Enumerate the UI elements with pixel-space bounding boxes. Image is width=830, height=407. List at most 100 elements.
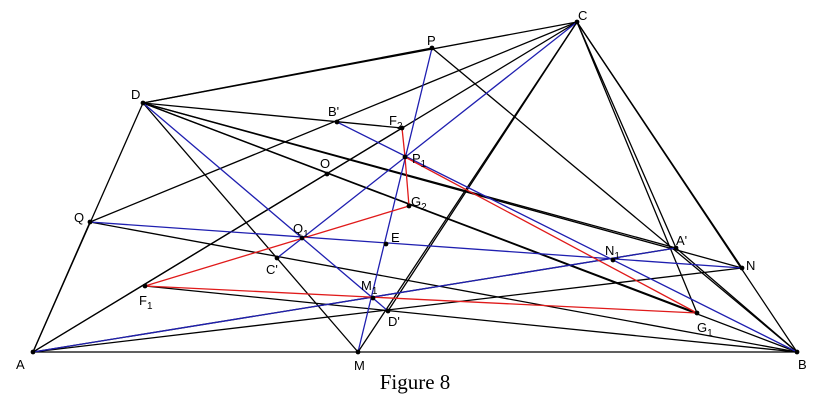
point-label-M: M <box>354 358 365 373</box>
point-label-Q1: Q1 <box>293 221 309 240</box>
point-label-text: P <box>427 33 436 48</box>
point-label-text: G <box>697 320 707 335</box>
point-D <box>140 100 146 106</box>
point-G2 <box>406 203 412 209</box>
point-label-subscript: 2 <box>397 121 403 132</box>
point-label-Ap: A' <box>676 233 687 248</box>
point-F2 <box>399 125 405 131</box>
point-label-text: F <box>389 113 397 128</box>
segment-A-Q <box>32 221 91 353</box>
segment-Bp-B <box>336 121 798 353</box>
point-Q1 <box>299 235 305 241</box>
segment-Ap-C <box>576 21 677 249</box>
segment-Dp-C <box>387 21 578 312</box>
point-P1 <box>402 154 408 160</box>
segment-D-Dp <box>142 102 389 312</box>
point-label-Cp: C' <box>266 262 278 277</box>
point-M <box>355 349 361 355</box>
segment-P-B <box>431 47 798 353</box>
point-label-Q: Q <box>74 210 84 225</box>
figure-caption: Figure 8 <box>380 370 451 394</box>
point-A <box>30 349 36 355</box>
point-label-text: F <box>139 293 147 308</box>
point-label-F2: F2 <box>389 113 403 132</box>
point-label-G2: G2 <box>411 194 427 213</box>
point-C <box>574 19 580 25</box>
point-label-text: P <box>412 151 421 166</box>
point-B <box>794 349 800 355</box>
point-label-E: E <box>391 230 400 245</box>
point-label-subscript: 1 <box>303 229 309 240</box>
point-label-F1: F1 <box>139 293 153 312</box>
point-label-O: O <box>320 156 330 171</box>
point-label-B: B <box>798 357 807 372</box>
point-label-D: D <box>131 87 140 102</box>
point-label-A: A <box>16 357 25 372</box>
point-Q <box>87 219 93 225</box>
point-label-subscript: 1 <box>147 301 153 312</box>
point-label-subscript: 2 <box>421 202 427 213</box>
point-label-M1: M1 <box>361 278 378 297</box>
point-label-subscript: 1 <box>614 251 620 262</box>
segment-F2-D <box>142 102 403 129</box>
segment-G2-F1 <box>144 205 410 287</box>
point-G1 <box>694 310 700 316</box>
point-label-P1: P1 <box>412 151 427 170</box>
segment-F1-B <box>144 285 798 353</box>
point-label-text: B' <box>328 104 339 119</box>
point-label-text: A' <box>676 233 687 248</box>
point-label-N: N <box>746 258 755 273</box>
point-label-G1: G1 <box>697 320 713 339</box>
point-label-subscript: 1 <box>707 328 713 339</box>
point-label-text: G <box>411 194 421 209</box>
segment-P1-G2 <box>404 156 410 207</box>
segment-D-M <box>142 102 359 353</box>
segment-N-C <box>576 21 743 269</box>
point-P <box>429 45 435 51</box>
segment-A-Ap <box>32 247 677 353</box>
segment-P-M <box>357 47 433 353</box>
segment-G1-D <box>142 102 698 314</box>
point-Bp <box>334 119 340 125</box>
segment-Cp-C <box>276 21 578 259</box>
point-layer <box>30 19 800 355</box>
segment-G1-P1 <box>404 156 698 314</box>
point-label-text: N <box>605 243 614 258</box>
point-label-subscript: 1 <box>372 286 378 297</box>
point-M1 <box>370 295 376 301</box>
point-label-Dp: D' <box>388 314 400 329</box>
point-O <box>324 171 330 177</box>
point-label-text: C' <box>266 262 278 277</box>
point-label-text: O <box>320 156 330 171</box>
segment-Q-N <box>89 221 743 269</box>
point-label-text: Q <box>74 210 84 225</box>
segment-A-F2 <box>32 127 403 353</box>
point-N <box>739 265 745 271</box>
point-label-text: D' <box>388 314 400 329</box>
point-Cp <box>274 255 280 261</box>
point-label-text: C <box>578 8 587 23</box>
point-label-text: D <box>131 87 140 102</box>
point-label-text: N <box>746 258 755 273</box>
point-label-N1: N1 <box>605 243 620 262</box>
point-Ap <box>673 245 679 251</box>
segment-D-N <box>142 102 743 269</box>
point-N1 <box>610 257 616 263</box>
point-label-text: M <box>354 358 365 373</box>
segment-F2-P1 <box>401 127 406 158</box>
point-Dp <box>385 308 391 314</box>
point-label-C: C <box>578 8 587 23</box>
segment-C-G1 <box>576 21 698 314</box>
point-label-Bp: B' <box>328 104 339 119</box>
point-F1 <box>142 283 148 289</box>
segment-Q-B <box>89 221 798 353</box>
point-label-subscript: 1 <box>421 159 427 170</box>
point-label-text: B <box>798 357 807 372</box>
segment-F1-G1 <box>144 285 698 314</box>
point-label-P: P <box>427 33 436 48</box>
point-E <box>383 241 389 247</box>
point-label-text: A <box>16 357 25 372</box>
